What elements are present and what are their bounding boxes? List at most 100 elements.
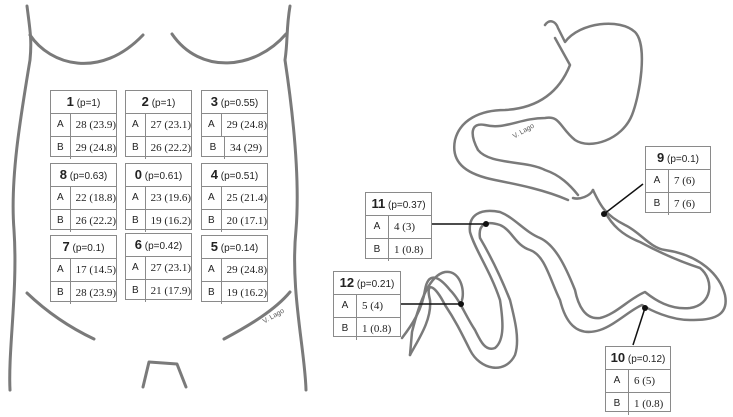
- group-b-value: 20 (17.1): [226, 215, 267, 227]
- group-b-value: 1 (0.8): [362, 323, 392, 335]
- group-b-value: 7 (6): [674, 198, 696, 210]
- marker-11: [483, 221, 489, 227]
- group-b-value: 26 (22.2): [150, 142, 191, 154]
- p-value: (p=0.1): [72, 243, 105, 254]
- p-value: (p=0.21): [356, 279, 395, 290]
- p-value: (p=0.61): [144, 171, 183, 182]
- region-number: 6: [134, 237, 142, 252]
- group-label-a: A: [606, 370, 629, 392]
- region-number: 5: [210, 239, 218, 254]
- region-number: 10: [610, 350, 626, 365]
- group-label-b: B: [646, 193, 669, 215]
- group-label-b: B: [126, 280, 146, 302]
- bowel-outer: [408, 188, 727, 369]
- group-label-b: B: [51, 137, 71, 159]
- group-label-a: A: [202, 114, 222, 136]
- group-label-a: A: [51, 187, 71, 209]
- group-label-a: A: [51, 114, 71, 136]
- p-value: (p=0.55): [220, 98, 259, 109]
- group-label-b: B: [366, 239, 389, 261]
- group-b-value: 1 (0.8): [634, 398, 664, 410]
- group-a-value: 4 (3): [394, 221, 416, 233]
- group-a-value: 22 (18.8): [75, 192, 116, 204]
- region-table-0: 0 (p=0.61) A 23 (19.6) B 19 (16.2): [125, 163, 192, 232]
- marker-10: [642, 305, 648, 311]
- group-label-a: A: [126, 187, 146, 209]
- p-value: (p=1): [76, 98, 101, 109]
- group-b-value: 34 (29): [230, 142, 263, 154]
- group-a-value: 6 (5): [634, 375, 656, 387]
- group-b-value: 19 (16.2): [226, 287, 267, 299]
- group-label-b: B: [202, 137, 225, 159]
- left-inguinal-line: [25, 291, 96, 341]
- group-label-a: A: [126, 257, 146, 279]
- group-a-value: 5 (4): [362, 300, 384, 312]
- p-value: (p=0.42): [144, 241, 183, 252]
- group-label-b: B: [51, 282, 71, 304]
- bowel-inner: [400, 209, 711, 351]
- region-number: 12: [339, 275, 355, 290]
- group-label-b: B: [51, 210, 71, 232]
- torso-left-contour: [8, 4, 33, 392]
- region-number: 3: [210, 94, 218, 109]
- right-chest-curve: [170, 32, 288, 65]
- region-table-12: 12 (p=0.21) A 5 (4) B 1 (0.8): [333, 271, 401, 340]
- group-a-value: 29 (24.8): [226, 119, 267, 131]
- group-a-value: 27 (23.1): [150, 262, 191, 274]
- group-a-value: 7 (6): [674, 175, 696, 187]
- group-label-a: A: [51, 259, 71, 281]
- p-value: (p=0.12): [627, 354, 666, 365]
- pubic-outline: [141, 360, 188, 389]
- region-table-1: 1 (p=1) A 28 (23.9) B 29 (24.8): [50, 90, 117, 159]
- region-number: 0: [134, 167, 142, 182]
- region-number: 11: [371, 196, 386, 211]
- region-number: 1: [66, 94, 74, 109]
- region-number: 8: [59, 167, 67, 182]
- group-b-value: 29 (24.8): [75, 142, 116, 154]
- group-label-b: B: [126, 210, 146, 232]
- group-a-value: 23 (19.6): [150, 192, 191, 204]
- right-inguinal-line: [222, 290, 292, 341]
- group-label-b: B: [202, 210, 222, 232]
- region-table-3: 3 (p=0.55) A 29 (24.8) B 34 (29): [201, 90, 268, 159]
- group-label-b: B: [126, 137, 146, 159]
- region-table-9: 9 (p=0.1) A 7 (6) B 7 (6): [645, 146, 711, 215]
- group-a-value: 25 (21.4): [226, 192, 267, 204]
- leader-9: [603, 183, 644, 215]
- group-b-value: 19 (16.2): [150, 215, 191, 227]
- stomach-outline: [471, 20, 644, 197]
- group-label-a: A: [202, 259, 222, 281]
- region-number: 7: [62, 239, 70, 254]
- pylorus-mark: [571, 188, 595, 200]
- group-label-a: A: [126, 114, 146, 136]
- group-b-value: 21 (17.9): [150, 285, 191, 297]
- p-value: (p=0.1): [667, 154, 699, 165]
- torso-right-contour: [283, 4, 308, 392]
- marker-12: [458, 301, 464, 307]
- group-label-a: A: [646, 170, 669, 192]
- region-number: 9: [657, 150, 665, 165]
- group-a-value: 29 (24.8): [226, 264, 267, 276]
- group-a-value: 28 (23.9): [75, 119, 116, 131]
- p-value: (p=0.14): [220, 243, 259, 254]
- group-a-value: 27 (23.1): [150, 119, 191, 131]
- p-value: (p=1): [151, 98, 176, 109]
- group-label-a: A: [334, 295, 357, 317]
- stomach-inner: [452, 36, 572, 202]
- region-number: 4: [210, 167, 218, 182]
- left-chest-curve: [28, 33, 145, 65]
- p-value: (p=0.51): [220, 171, 259, 182]
- group-label-b: B: [334, 318, 357, 340]
- group-label-a: A: [366, 216, 389, 238]
- p-value: (p=0.37): [388, 200, 426, 211]
- p-value: (p=0.63): [69, 171, 108, 182]
- marker-9: [601, 211, 607, 217]
